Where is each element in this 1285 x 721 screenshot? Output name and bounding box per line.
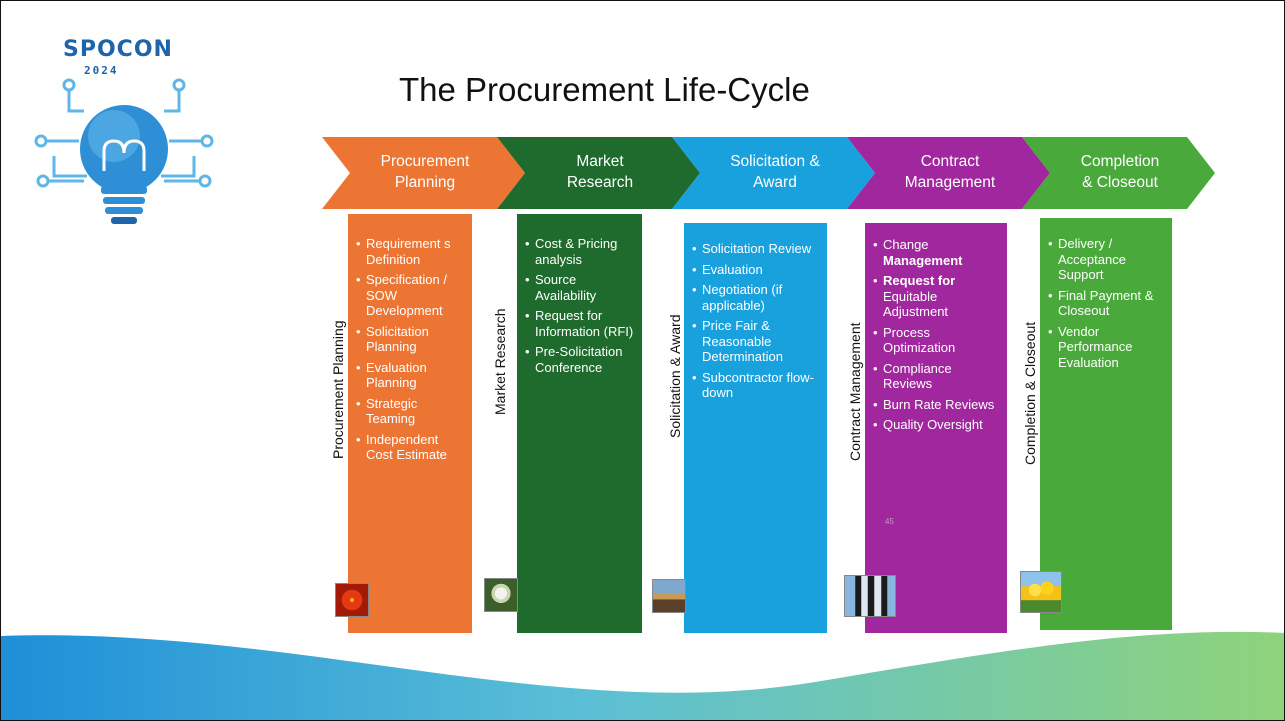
bullet-text: Burn Rate Reviews: [883, 396, 995, 412]
bullet-item: Burn Rate Reviews: [873, 397, 1001, 413]
side-label: Procurement Planning: [330, 320, 346, 459]
bullet-item: Solicitation Review: [692, 241, 820, 257]
phase-panel-procurement-planning: Requirement s Definition Specification /…: [348, 214, 472, 633]
bullet-item: Process Optimization: [873, 325, 1001, 356]
bullet-list: Solicitation Review Evaluation Negotiati…: [692, 241, 820, 406]
bullet-item: Delivery / Acceptance Support: [1048, 236, 1168, 283]
lighthouse-thumbnail: [652, 579, 686, 613]
logo-name: SPOCON: [63, 37, 173, 62]
bullet-list: Change Management Request for Equitable …: [873, 237, 1001, 438]
chevron-contract-management: [847, 137, 1050, 209]
phase-panel-solicitation-award: Solicitation Review Evaluation Negotiati…: [684, 223, 827, 633]
bullet-item: Source Availability: [525, 272, 637, 303]
bullet-text: Evaluation: [702, 261, 763, 277]
bullet-item: Evaluation: [692, 262, 820, 278]
bullet-item: Request for Information (RFI): [525, 308, 637, 339]
bullet-text: Evaluation Planning: [366, 359, 427, 391]
bullet-text: Vendor Performance Evaluation: [1058, 323, 1133, 370]
bullet-item: Strategic Teaming: [356, 396, 466, 427]
phase-panel-market-research: Cost & Pricing analysis Source Availabil…: [517, 214, 642, 633]
bullet-item: Cost & Pricing analysis: [525, 236, 637, 267]
chevron-label: Contract Management: [904, 153, 996, 191]
slide-title: The Procurement Life-Cycle: [399, 71, 810, 108]
chevron-label: Completion & Closeout: [1080, 153, 1160, 191]
logo-year: 2024: [84, 64, 119, 77]
bullet-text: Request for Information (RFI): [535, 308, 634, 339]
bullet-text: Subcontractor flow-down: [702, 369, 814, 401]
tulips-thumbnail: [1020, 571, 1062, 613]
bullet-list: Delivery / Acceptance Support Final Paym…: [1048, 236, 1168, 375]
bullet-text: Change: [883, 237, 929, 252]
phase-panel-completion-closeout: Delivery / Acceptance Support Final Paym…: [1040, 218, 1172, 630]
bullet-item: Final Payment & Closeout: [1048, 288, 1168, 319]
bullet-text: Process Optimization: [883, 324, 956, 356]
bullet-item: Subcontractor flow-down: [692, 370, 820, 401]
bullet-item: Pre-Solicitation Conference: [525, 344, 637, 375]
bullet-item: Vendor Performance Evaluation: [1048, 324, 1168, 371]
bullet-item: Evaluation Planning: [356, 360, 466, 391]
bullet-list: Requirement s Definition Specification /…: [356, 236, 466, 468]
bullet-text: Strategic Teaming: [366, 395, 418, 427]
bullet-list: Cost & Pricing analysis Source Availabil…: [525, 236, 637, 380]
bullet-bold-text: Request for: [883, 273, 956, 288]
white-flower-thumbnail: [484, 578, 518, 612]
page-number: 45: [885, 517, 894, 526]
bullet-text: Source Availability: [535, 272, 597, 303]
chevron-market-research: [497, 137, 700, 209]
bullet-item: Change Management: [873, 237, 1001, 268]
bullet-text: Solicitation Review: [702, 241, 812, 256]
bullet-item: Solicitation Planning: [356, 324, 466, 355]
bullet-text: Pre-Solicitation Conference: [535, 344, 623, 375]
bullet-text: Cost & Pricing analysis: [535, 236, 618, 267]
bullet-text: Quality Oversight: [883, 417, 983, 432]
side-label: Market Research: [492, 308, 508, 415]
spocon-logo: [34, 78, 214, 224]
side-label: Contract Management: [847, 322, 863, 461]
bullet-item: Compliance Reviews: [873, 361, 1001, 392]
bullet-text: Requirement s Definition: [366, 236, 451, 267]
bullet-text: Equitable Adjustment: [883, 288, 949, 320]
bullet-item: Request for Equitable Adjustment: [873, 273, 1001, 320]
chevron-label: Procurement Planning: [380, 153, 470, 191]
penguins-thumbnail: [844, 575, 896, 617]
bullet-item: Specification / SOW Development: [356, 272, 466, 319]
bullet-text: Negotiation (if applicable): [702, 282, 783, 313]
bullet-item: Quality Oversight: [873, 417, 1001, 433]
chevron-procurement-planning: [322, 137, 525, 209]
chevron-solicitation-award: [672, 137, 875, 209]
bullet-item: Price Fair & Reasonable Determination: [692, 318, 820, 365]
bullet-item: Independent Cost Estimate: [356, 432, 466, 463]
bullet-text: Solicitation Planning: [366, 323, 429, 355]
phase-panel-contract-management: Change Management Request for Equitable …: [865, 223, 1007, 633]
chevron-label: Market Research: [566, 153, 634, 191]
side-label: Completion & Closeout: [1022, 321, 1038, 465]
bullet-text: Delivery / Acceptance Support: [1058, 236, 1126, 282]
bullet-text: Specification / SOW Development: [366, 272, 447, 318]
bullet-text: Compliance Reviews: [883, 360, 952, 392]
red-flower-thumbnail: [335, 583, 369, 617]
bullet-text: Final Payment & Closeout: [1058, 287, 1154, 319]
bullet-item: Negotiation (if applicable): [692, 282, 820, 313]
bullet-text: Independent Cost Estimate: [366, 431, 447, 463]
chevron-label: Solicitation & Award: [730, 153, 820, 191]
bullet-text: Price Fair & Reasonable Determination: [702, 318, 783, 364]
side-label: Solicitation & Award: [667, 314, 683, 438]
bullet-item: Requirement s Definition: [356, 236, 466, 267]
chevron-completion-closeout: [1022, 137, 1215, 209]
bullet-bold-text: Management: [883, 252, 963, 268]
